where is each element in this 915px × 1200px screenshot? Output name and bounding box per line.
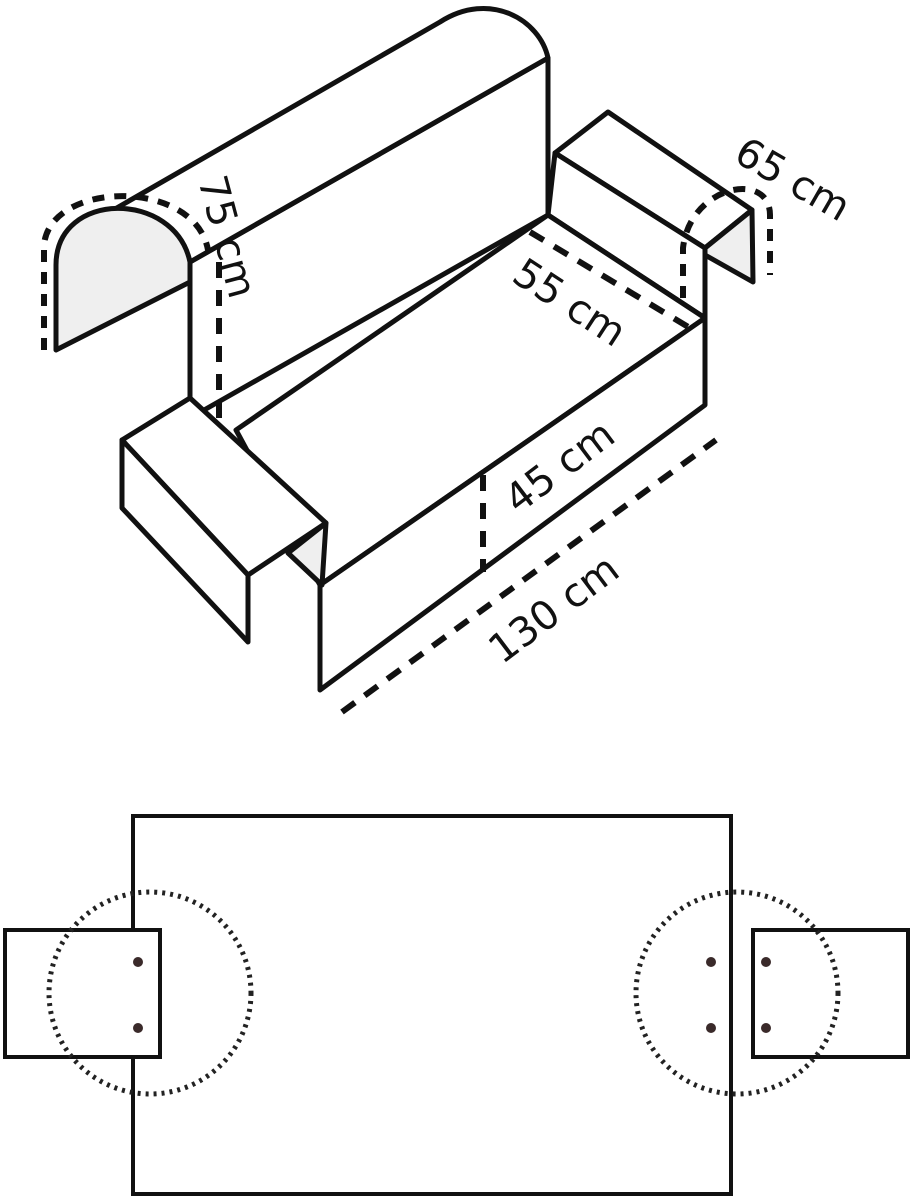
right-flap-pin-top xyxy=(761,957,771,967)
backrest xyxy=(41,6,551,421)
pattern-right-armrest-circle xyxy=(633,889,841,1097)
pattern-left-armrest-circle xyxy=(46,889,254,1097)
left-armrest xyxy=(119,395,329,645)
left-flap-pin-bottom xyxy=(133,1023,143,1033)
sofa-isometric-view: 75 cm 65 cm 55 cm 45 cm 130 cm xyxy=(41,6,858,715)
pattern-main-panel xyxy=(131,814,733,1196)
backrest-end-ellipse xyxy=(41,193,211,350)
right-armrest-end-cap xyxy=(702,207,756,285)
backrest-end-cap xyxy=(53,205,193,353)
sofa-cover-flat-pattern xyxy=(3,814,910,1196)
total-width-label: 130 cm xyxy=(480,546,628,673)
left-flap-pin-top xyxy=(133,957,143,967)
seat-front-face xyxy=(317,315,708,693)
pattern-left-flap xyxy=(3,928,162,1059)
seat xyxy=(233,212,718,715)
left-armrest-front xyxy=(119,437,251,645)
pattern-right-flap xyxy=(751,928,910,1059)
seat-depth-dimension-line xyxy=(528,229,692,331)
right-panel-pin-bottom xyxy=(706,1023,716,1033)
total-width-dimension-line xyxy=(340,437,718,715)
right-panel-pin-top xyxy=(706,957,716,967)
right-flap-pin-bottom xyxy=(761,1023,771,1033)
